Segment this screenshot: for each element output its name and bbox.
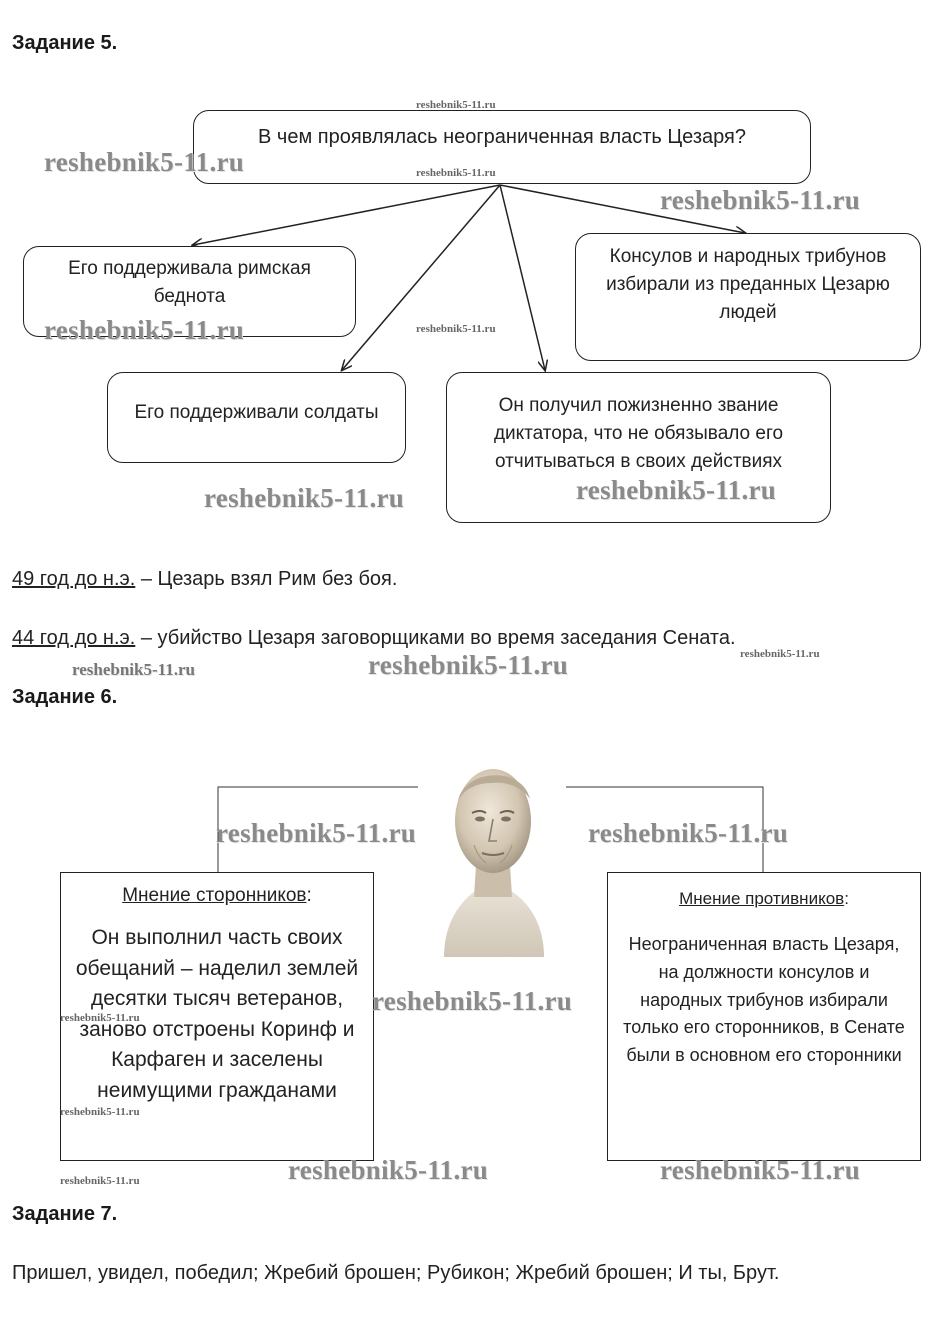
task7-heading: Задание 7. [12, 1203, 117, 1226]
opponents-colon: : [844, 889, 849, 908]
watermark: reshebnik5-11.ru [368, 650, 568, 681]
date-line-44: 44 год до н.э. – убийство Цезаря заговор… [12, 627, 736, 650]
question-box: В чем проявлялась неограниченная власть … [193, 110, 811, 184]
watermark: reshebnik5-11.ru [288, 1155, 488, 1186]
task7-text: Пришел, увидел, победил; Жребий брошен; … [12, 1262, 779, 1285]
arrow-to-dictator [500, 185, 545, 370]
question-text: В чем проявлялась неограниченная власть … [258, 123, 746, 151]
supporters-colon: : [307, 885, 312, 906]
watermark: reshebnik5-11.ru [60, 1012, 140, 1024]
watermark: reshebnik5-11.ru [60, 1106, 140, 1118]
supporters-title: Мнение сторонников [122, 885, 306, 906]
watermark: reshebnik5-11.ru [660, 1155, 860, 1186]
watermark: reshebnik5-11.ru [588, 818, 788, 849]
opponents-title-line: Мнение противников: [608, 887, 920, 911]
answer-text: Его поддерживали солдаты [134, 399, 378, 427]
event-44: – убийство Цезаря заговорщиками во время… [135, 627, 735, 649]
event-49: – Цезарь взял Рим без боя. [135, 568, 397, 590]
watermark: reshebnik5-11.ru [660, 185, 860, 216]
watermark: reshebnik5-11.ru [416, 323, 496, 335]
opponents-text: Неограниченная власть Цезаря, на должнос… [622, 931, 906, 1070]
answer-box-consuls: Консулов и народных трибунов избирали из… [575, 233, 921, 361]
watermark: reshebnik5-11.ru [72, 660, 195, 680]
answer-text: Консулов и народных трибунов избирали из… [590, 243, 906, 327]
watermark: reshebnik5-11.ru [372, 986, 572, 1017]
date-49: 49 год до н.э. [12, 568, 135, 590]
date-44: 44 год до н.э. [12, 627, 135, 649]
watermark: reshebnik5-11.ru [216, 818, 416, 849]
date-line-49: 49 год до н.э. – Цезарь взял Рим без боя… [12, 568, 397, 591]
opponents-box: Мнение противников: Неограниченная власт… [607, 872, 921, 1161]
watermark: reshebnik5-11.ru [576, 475, 776, 506]
watermark: reshebnik5-11.ru [44, 315, 244, 346]
arrow-to-soldiers [342, 185, 500, 370]
watermark: reshebnik5-11.ru [60, 1175, 140, 1187]
opponents-title: Мнение противников [679, 889, 844, 908]
answer-text: Его поддерживала римская беднота [38, 255, 341, 311]
watermark: reshebnik5-11.ru [416, 167, 496, 179]
watermark: reshebnik5-11.ru [44, 147, 244, 178]
watermark: reshebnik5-11.ru [416, 99, 496, 111]
watermark: reshebnik5-11.ru [740, 648, 820, 660]
arrow-to-poor [193, 185, 500, 245]
watermark: reshebnik5-11.ru [204, 483, 404, 514]
caesar-bust-image [436, 757, 550, 957]
task6-heading: Задание 6. [12, 686, 117, 709]
supporters-title-line: Мнение сторонников: [61, 883, 373, 909]
answer-text: Он получил пожизненно звание диктатора, … [461, 392, 816, 476]
answer-box-soldiers: Его поддерживали солдаты [107, 372, 406, 463]
